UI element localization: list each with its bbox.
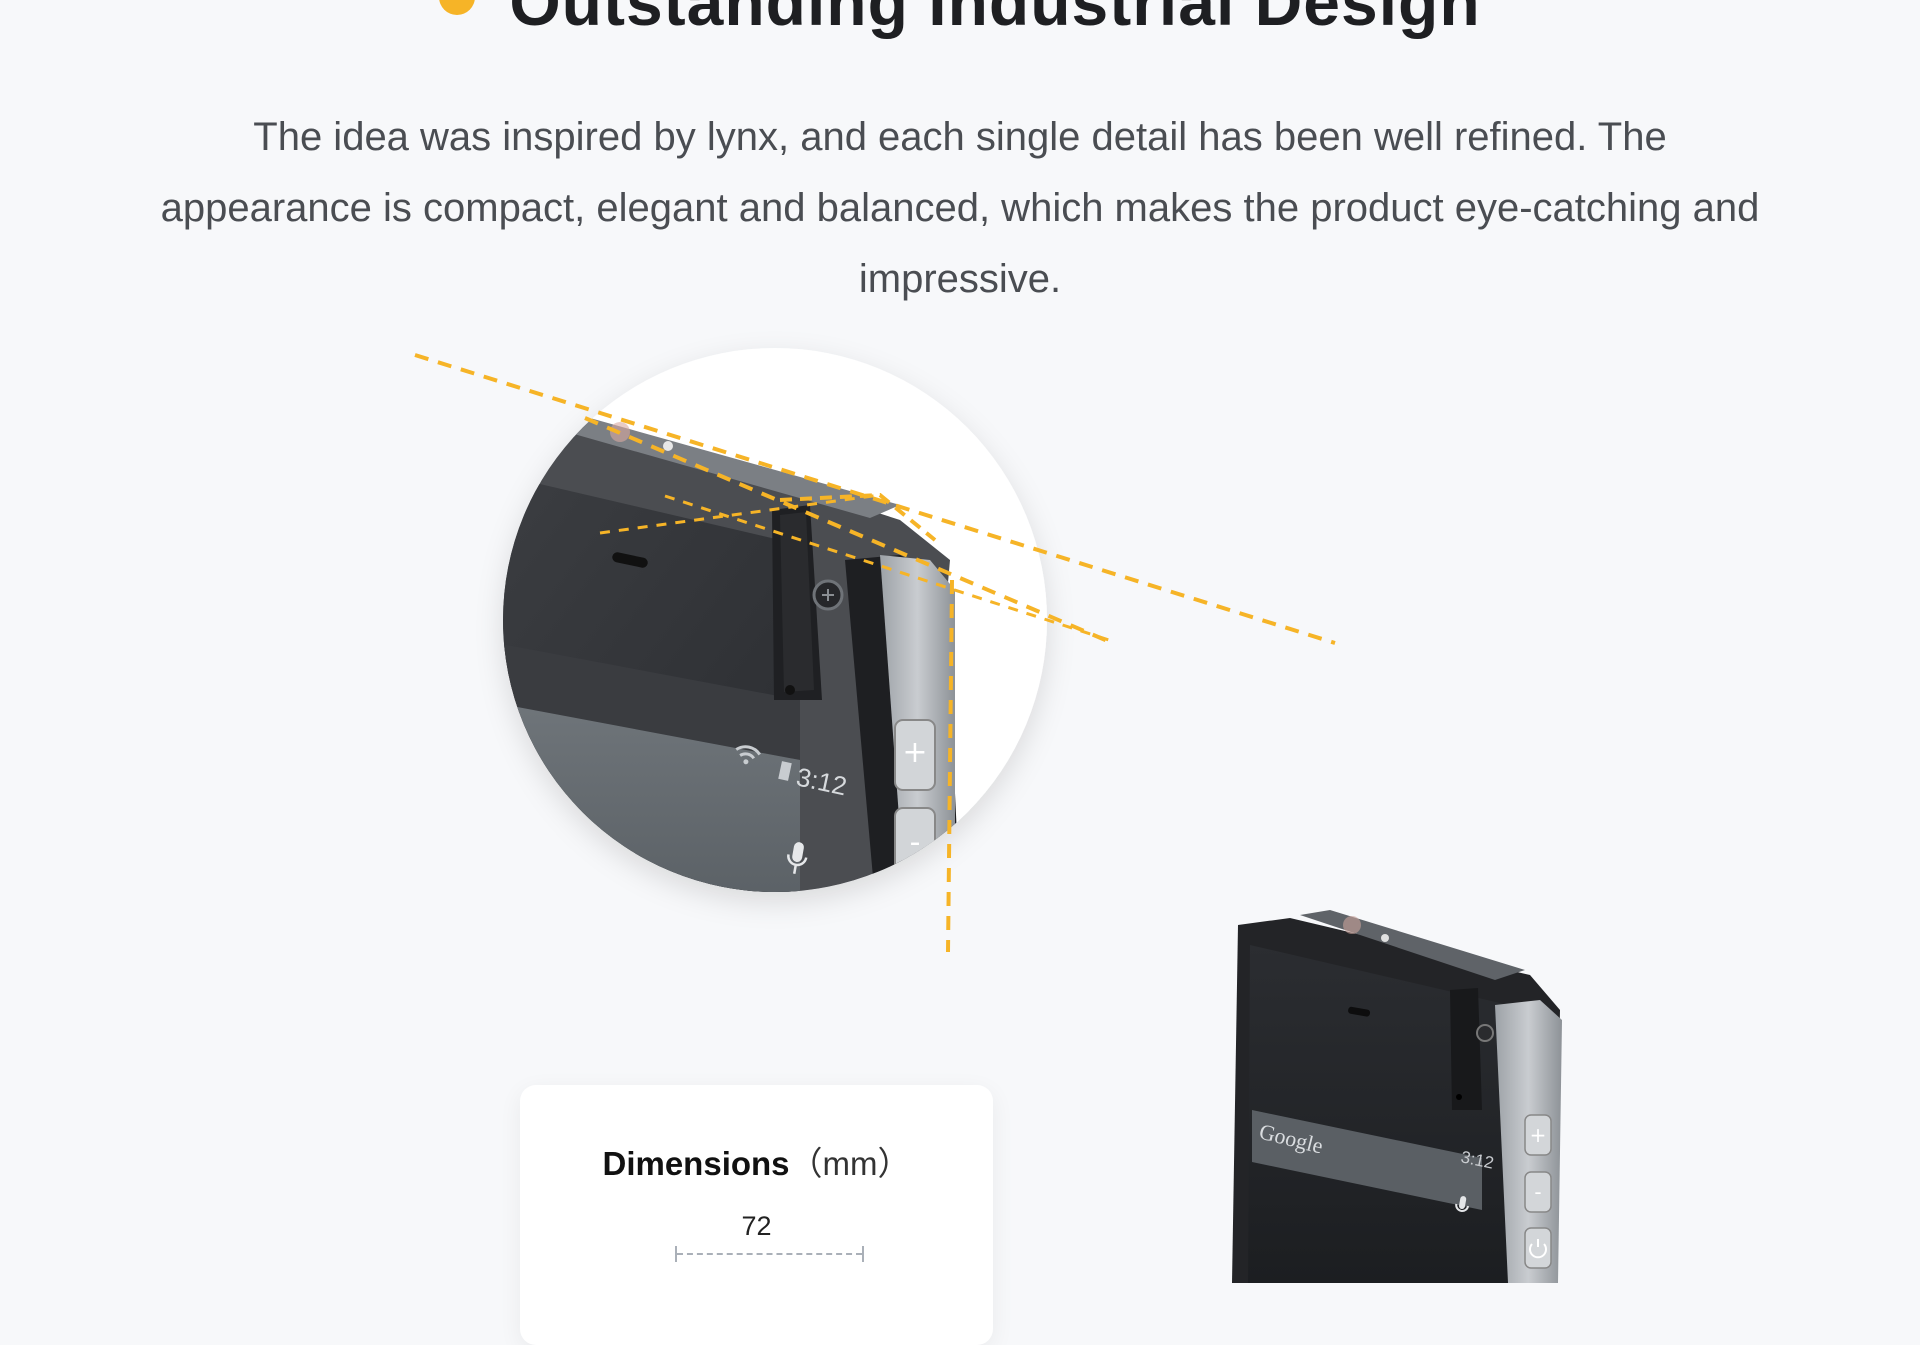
dimensions-unit: （mm）: [789, 1145, 911, 1182]
dimension-width-value: 72: [741, 1211, 772, 1241]
dimension-width-line: [675, 1246, 864, 1262]
wifi-icon: [735, 745, 761, 765]
device-plus-label: +: [1530, 1123, 1547, 1147]
device-minus-label: -: [1534, 1180, 1541, 1204]
guide-lines: [414, 353, 1336, 953]
dimensions-card: Dimensions（mm） 72: [520, 1085, 993, 1345]
bullet-dot-icon: [439, 0, 476, 15]
power-icon: [1529, 1239, 1547, 1259]
dimensions-label: Dimensions: [602, 1145, 790, 1182]
zoom-detail: + - 3:12: [503, 348, 1047, 892]
zoom-minus-label: -: [910, 825, 921, 860]
device-image: Google 3:12 + -: [1232, 910, 1562, 1283]
section-header: Outstanding Industrial Design: [0, 0, 1920, 42]
section-description: The idea was inspired by lynx, and each …: [160, 115, 1760, 301]
section-title: Outstanding Industrial Design: [509, 0, 1481, 39]
microphone-icon: [787, 842, 808, 874]
battery-icon: [778, 761, 792, 781]
product-illustration: + - 3:12: [414, 348, 1562, 1283]
zoom-plus-label: +: [902, 735, 927, 770]
dimensions-title: Dimensions（mm）: [520, 1137, 993, 1185]
device-microphone-icon: [1455, 1196, 1470, 1212]
